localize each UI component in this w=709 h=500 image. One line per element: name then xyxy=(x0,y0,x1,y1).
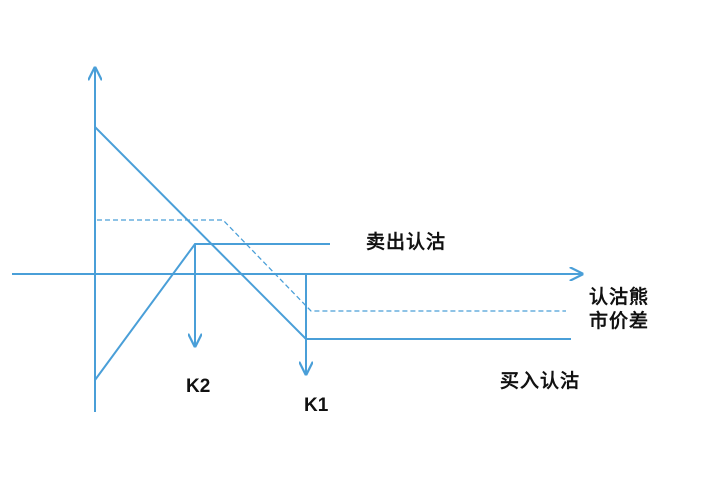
sell-put-payoff-line xyxy=(94,243,330,381)
k1-label: K1 xyxy=(304,395,329,416)
x-axis-label-line2: 市价差 xyxy=(589,310,650,332)
bear-put-spread-dashed-line xyxy=(97,219,566,312)
x-axis-label-line1: 认沽熊 xyxy=(589,286,650,308)
sell-put-label: 卖出认沽 xyxy=(366,231,447,253)
k2-label: K2 xyxy=(186,376,211,397)
buy-put-label: 买入认沽 xyxy=(500,370,581,392)
buy-put-payoff-line xyxy=(94,126,571,340)
x-axis-label: 认沽熊 市价差 xyxy=(589,285,649,333)
